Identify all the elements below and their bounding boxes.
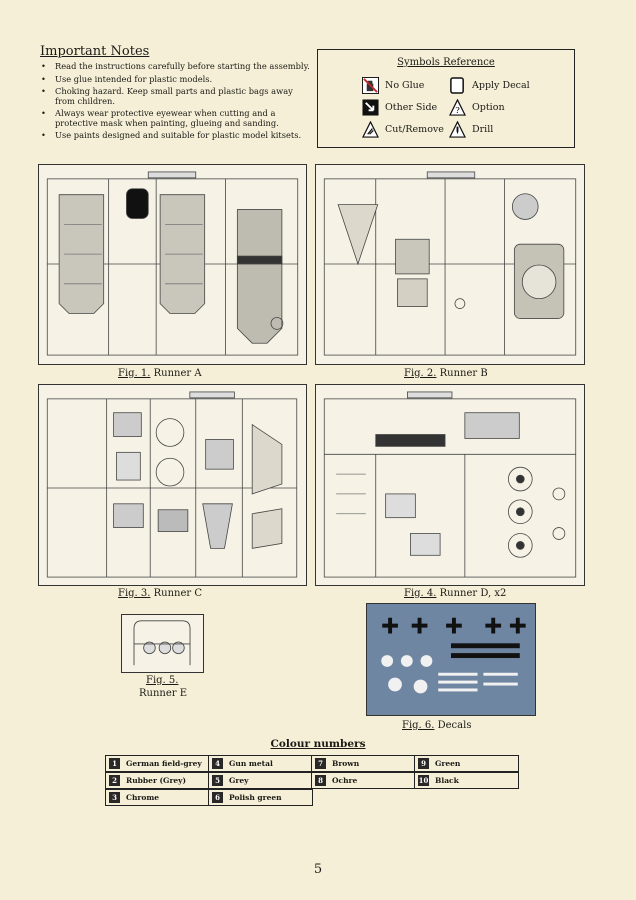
symbol-label: No Glue <box>385 80 425 91</box>
other-side-icon <box>362 99 379 116</box>
figure-caption: Fig. 6. Decals <box>402 720 472 731</box>
svg-text:?: ? <box>455 106 460 116</box>
decal-sheet-illustration <box>366 603 536 716</box>
note-item: Use glue intended for plastic models. <box>40 74 312 85</box>
symbol-label: Option <box>472 102 505 113</box>
runner-e-illustration <box>121 614 204 673</box>
colours-title: Colour numbers <box>270 738 366 750</box>
figure-caption: Fig. 2. Runner B <box>404 368 488 379</box>
figure-caption: Fig. 3. Runner C <box>118 588 203 599</box>
figure-caption: Fig. 4. Runner D, x2 <box>404 588 507 599</box>
runner-c-illustration <box>38 384 307 586</box>
option-icon: ? <box>449 99 466 116</box>
symbols-reference: Symbols Reference No Glue Apply Decal Ot… <box>317 49 575 148</box>
page-number: 5 <box>313 862 323 877</box>
note-item: Use paints designed and suitable for pla… <box>40 130 312 141</box>
apply-decal-icon <box>450 77 464 94</box>
drill-icon <box>449 121 466 138</box>
symbol-label: Drill <box>472 124 494 135</box>
notes-title: Important Notes <box>40 44 150 59</box>
runner-b-illustration <box>315 164 585 365</box>
figure-caption-label: Runner E <box>139 688 188 699</box>
no-glue-icon <box>362 77 379 94</box>
symbol-label: Cut/Remove <box>385 124 444 135</box>
note-item: Choking hazard. Keep small parts and pla… <box>40 87 312 106</box>
notes-list: Read the instructions carefully before s… <box>40 61 312 144</box>
symbol-option: ? Option <box>449 99 505 116</box>
symbol-label: Other Side <box>385 102 438 113</box>
note-item: Read the instructions carefully before s… <box>40 61 312 72</box>
symbols-title: Symbols Reference <box>397 57 495 68</box>
figure-caption-num: Fig. 5. <box>146 675 179 686</box>
symbol-drill: Drill <box>449 121 493 138</box>
cut-remove-icon <box>362 121 379 138</box>
symbol-no-glue: No Glue <box>362 77 424 94</box>
runner-d-illustration <box>315 384 585 586</box>
note-item: Always wear protective eyewear when cutt… <box>40 109 312 128</box>
symbol-other-side: Other Side <box>362 99 437 116</box>
symbol-apply-decal: Apply Decal <box>449 77 530 94</box>
runner-a-illustration <box>38 164 307 365</box>
figure-caption: Fig. 1. Runner A <box>118 368 202 379</box>
symbol-cut-remove: Cut/Remove <box>362 121 444 138</box>
symbol-label: Apply Decal <box>472 80 530 91</box>
